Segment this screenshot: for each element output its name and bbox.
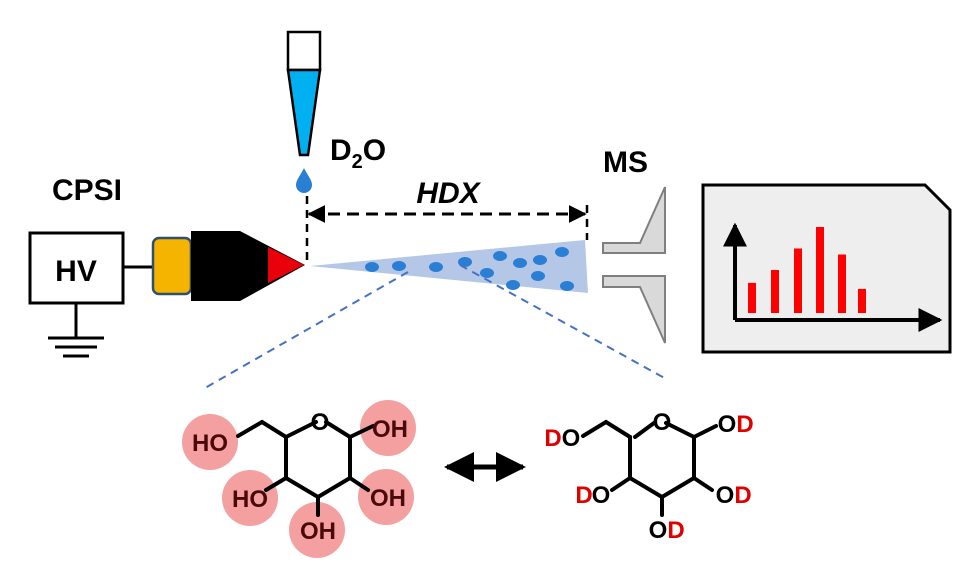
spray-droplet	[493, 251, 507, 261]
spray-plume	[310, 240, 588, 293]
emitter-tip	[268, 247, 304, 283]
zoom-line-right	[459, 264, 669, 381]
spray-droplet	[458, 257, 472, 267]
spray-droplet	[365, 262, 379, 272]
d-top-right: D	[736, 411, 753, 438]
d-bottom: D	[667, 517, 684, 544]
d-left: D	[575, 482, 592, 509]
hv-power-supply: HV	[28, 231, 160, 305]
spectrum-peak	[816, 227, 824, 313]
spray-droplet	[533, 255, 547, 265]
ring-oxygen: O	[311, 409, 330, 436]
ho-top: HO	[192, 430, 228, 457]
ho-left: HO	[232, 486, 268, 513]
oh-bottom: OH	[300, 518, 336, 545]
d-top-left: D	[544, 425, 561, 452]
oh-right: OH	[370, 485, 406, 512]
spectrum-bars	[748, 227, 866, 313]
hdx-label: HDX	[416, 177, 481, 210]
o-left: O	[592, 482, 611, 509]
d2o-droplet	[296, 168, 312, 193]
spray-droplet	[555, 247, 569, 257]
spectrum-peak	[794, 248, 802, 313]
spectrum-peak	[748, 282, 756, 313]
cpsi-label: CPSI	[52, 174, 122, 207]
d2o-label: D2O	[330, 134, 386, 173]
d-right: D	[734, 482, 751, 509]
pipette	[286, 30, 322, 157]
ms-label: MS	[603, 146, 648, 179]
mass-spectrum-panel	[701, 183, 952, 354]
spray-droplet	[480, 268, 494, 278]
glucose-od-molecule: O D O O D D O O D O D	[544, 409, 753, 544]
oh-highlights	[182, 400, 416, 558]
spray-droplet	[392, 261, 406, 271]
glucose-oh-molecule: O HO OH HO OH OH	[182, 400, 416, 558]
zoom-line-left	[204, 271, 409, 389]
o-top-right: O	[718, 411, 737, 438]
spray-droplets	[365, 247, 574, 291]
o-top-left: O	[562, 425, 581, 452]
spectrum-peak	[858, 288, 866, 313]
ring-oxygen-right: O	[653, 409, 672, 436]
spray-droplet	[531, 271, 545, 281]
spray-droplet	[560, 281, 574, 291]
hv-label: HV	[55, 255, 97, 288]
spray-droplet	[513, 258, 527, 268]
o-bottom: O	[649, 517, 668, 544]
ms-inlet	[602, 186, 666, 344]
paper-spray-emitter	[151, 231, 305, 301]
oh-top-right: OH	[372, 416, 408, 443]
spray-droplet	[429, 262, 443, 272]
spectrum-peak	[838, 254, 846, 313]
spectrum-peak	[771, 270, 779, 313]
o-right: O	[716, 482, 735, 509]
spray-droplet	[506, 280, 520, 290]
ground-symbol	[48, 303, 104, 358]
